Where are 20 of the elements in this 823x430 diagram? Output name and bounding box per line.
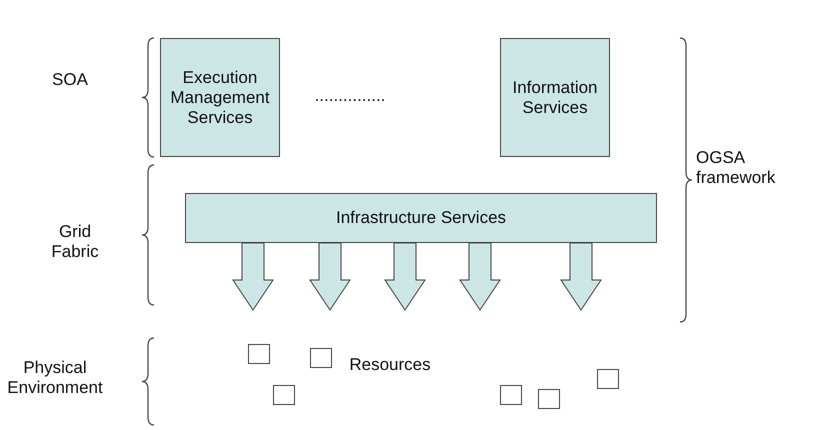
resources-label: Resources [348,355,432,375]
layer-label: Physical Environment [6,358,104,398]
block-arrow [232,242,274,311]
resource-square [597,369,619,389]
resource-square [248,344,270,364]
block-arrow [384,242,426,311]
service-box: Information Services [500,38,610,157]
block-arrow [560,242,602,311]
block-arrow [309,242,351,311]
block-arrow [459,242,501,311]
layer-label: SOA [51,70,89,90]
ellipsis: ............... [314,86,386,106]
infrastructure-bar: Infrastructure Services [185,193,657,243]
layer-label: Grid Fabric [50,222,100,262]
framework-label: OGSA framework [696,148,776,188]
resource-square [538,389,560,409]
service-box: Execution Management Services [160,38,280,157]
resource-square [500,385,522,405]
resource-square [310,348,332,368]
resource-square [273,385,295,405]
